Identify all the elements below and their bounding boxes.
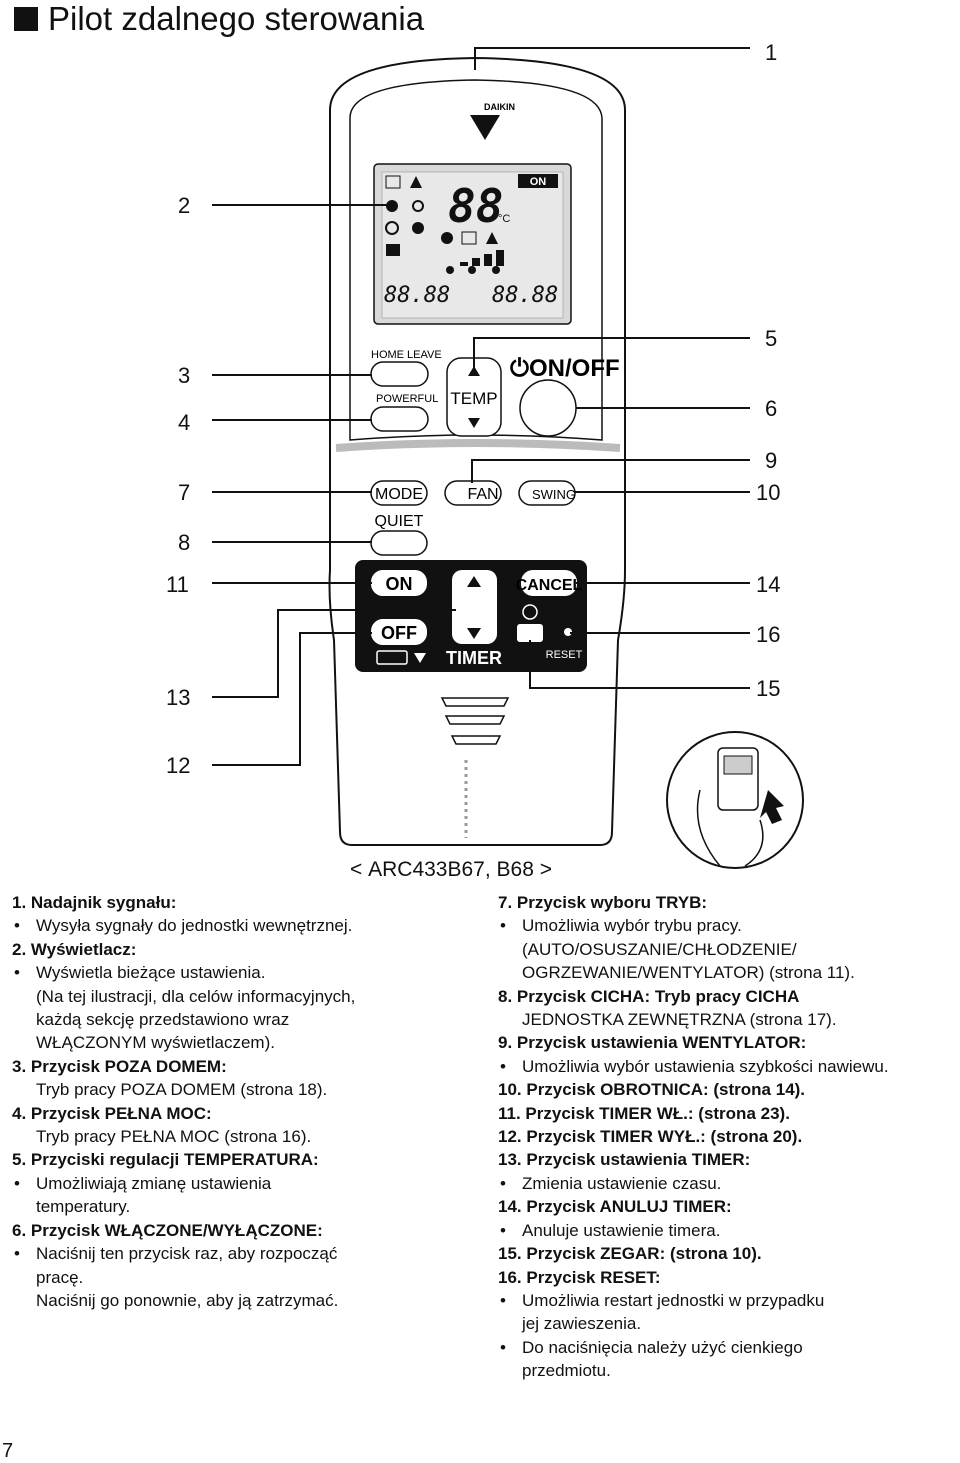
list-item-text: Anuluje ustawienie timera. xyxy=(498,1219,958,1243)
list-item-heading: 8. Przycisk CICHA: Tryb pracy CICHA xyxy=(498,986,800,1006)
list-item-heading: 12. Przycisk TIMER WYŁ.: (strona 20). xyxy=(498,1127,803,1147)
quiet-button[interactable] xyxy=(370,530,428,556)
lcd-mode-icons xyxy=(385,175,504,274)
list-item-heading: 13. Przycisk ustawienia TIMER: xyxy=(498,1150,751,1170)
svg-text:RESET: RESET xyxy=(546,649,583,661)
list-item-text: Umożliwia wybór ustawienia szybkości naw… xyxy=(498,1055,958,1079)
callout-6: 6 xyxy=(765,396,778,421)
temp-up-icon xyxy=(468,366,480,376)
list-item-heading: 16. Przycisk RESET: xyxy=(498,1267,661,1287)
clock-icon xyxy=(522,604,538,620)
callout-5: 5 xyxy=(765,326,778,351)
list-item-text: Umożliwia wybór trybu pracy. xyxy=(498,914,958,938)
lcd-clock-off: 88.88 xyxy=(492,283,558,308)
list-item-text: (Na tej ilustracji, dla celów informacyj… xyxy=(36,986,356,1006)
callout-9: 9 xyxy=(765,448,778,473)
list-item-text: temperatury. xyxy=(36,1197,131,1217)
list-item-heading: 7. Przycisk wyboru TRYB: xyxy=(498,893,708,912)
callout-7: 7 xyxy=(178,480,191,505)
list-item-heading: 6. Przycisk WŁĄCZONE/WYŁĄCZONE: xyxy=(12,1220,323,1240)
lcd-clock-on: 88.88 xyxy=(384,283,450,308)
model-label: < ARC433B67, B68 > xyxy=(350,858,552,881)
list-item-text: Wysyła sygnały do jednostki wewnętrznej. xyxy=(12,914,482,938)
list-item-text: pracę. xyxy=(36,1267,84,1287)
daikin-logo: DAIKIN xyxy=(470,102,515,140)
home-leave-button[interactable] xyxy=(370,361,429,387)
callout-10: 10 xyxy=(756,480,781,505)
list-item-heading: 1. Nadajnik sygnału: xyxy=(12,893,177,912)
callout-14: 14 xyxy=(756,572,781,597)
list-item-text: każdą sekcję przedstawiono wraz xyxy=(36,1010,290,1030)
temp-down-icon xyxy=(468,418,480,428)
page-title: Pilot zdalnego sterowania xyxy=(14,0,424,38)
list-item-text: Naciśnij ten przycisk raz, aby rozpocząć xyxy=(12,1242,482,1266)
list-item-text: Umożliwia restart jednostki w przypadku xyxy=(498,1289,958,1313)
list-item-text: Do naciśnięcia należy użyć cienkiego xyxy=(498,1336,958,1360)
powerful-label: POWERFUL xyxy=(376,393,438,405)
timer-set-button[interactable] xyxy=(452,570,497,644)
lcd-temperature: 88 xyxy=(448,179,503,233)
list-item-text: OGRZEWANIE/WENTYLATOR) (strona 11). xyxy=(522,963,855,983)
list-item-text: jej zawieszenia. xyxy=(522,1314,642,1334)
list-item-text: (AUTO/OSUSZANIE/CHŁODZENIE/ xyxy=(522,939,797,959)
list-item-text: Zmienia ustawienie czasu. xyxy=(498,1172,958,1196)
svg-text:DAIKIN: DAIKIN xyxy=(484,102,515,112)
home-leave-label: HOME LEAVE xyxy=(371,349,442,361)
svg-text:MODE: MODE xyxy=(375,486,423,503)
svg-text:°C: °C xyxy=(498,213,510,225)
list-item-text: Umożliwiają zmianę ustawienia xyxy=(12,1172,482,1196)
list-item-heading: 3. Przycisk POZA DOMEM: xyxy=(12,1056,227,1076)
powerful-button[interactable] xyxy=(370,406,429,432)
list-item-heading: 10. Przycisk OBROTNICA: (strona 14). xyxy=(498,1080,806,1100)
callout-3: 3 xyxy=(178,363,191,388)
on-off-label: ⏻ON/OFF xyxy=(510,355,620,382)
callout-2: 2 xyxy=(178,193,191,218)
timer-off-button[interactable] xyxy=(371,619,427,645)
list-item-text: Naciśnij go ponownie, aby ją zatrzymać. xyxy=(36,1290,339,1310)
callout-13: 13 xyxy=(166,685,191,710)
list-item-text: Wyświetla bieżące ustawienia. xyxy=(12,961,482,985)
list-item-text: przedmiotu. xyxy=(522,1361,611,1381)
timer-on-button[interactable] xyxy=(371,570,427,596)
list-item-text: Tryb pracy POZA DOMEM (strona 18). xyxy=(36,1080,328,1100)
callout-4: 4 xyxy=(178,410,191,435)
list-item-heading: 9. Przycisk ustawienia WENTYLATOR: xyxy=(498,1033,807,1053)
timer-label: TIMER xyxy=(446,648,502,668)
list-item-heading: 5. Przyciski regulacji TEMPERATURA: xyxy=(12,1150,319,1170)
list-item-heading: 15. Przycisk ZEGAR: (strona 10). xyxy=(498,1244,762,1264)
callout-8: 8 xyxy=(178,530,191,555)
svg-text:ON: ON xyxy=(386,574,413,594)
battery-icon xyxy=(376,650,408,665)
svg-text:TEMP: TEMP xyxy=(450,389,497,408)
list-item-text: JEDNOSTKA ZEWNĘTRZNA (strona 17). xyxy=(522,1010,837,1030)
callout-1: 1 xyxy=(765,40,778,65)
callout-16: 16 xyxy=(756,622,781,647)
hand-reset-illustration xyxy=(666,731,804,869)
cancel-button[interactable] xyxy=(521,570,577,596)
clock-button[interactable] xyxy=(517,624,543,642)
list-item-heading: 11. Przycisk TIMER WŁ.: (strona 23). xyxy=(498,1103,790,1123)
svg-text:CANCEL: CANCEL xyxy=(516,577,583,594)
quiet-label: QUIET xyxy=(375,513,424,530)
left-description-list: 1. Nadajnik sygnału: Wysyła sygnały do je… xyxy=(12,891,482,1312)
svg-text:FAN: FAN xyxy=(467,486,498,503)
list-item-text: WŁĄCZONYM wyświetlaczem). xyxy=(36,1033,275,1053)
remote-control-figure: DAIKIN ON 88 °C 88.88 88.88 HOME LEAVE P… xyxy=(212,47,804,869)
list-item-text: Tryb pracy PEŁNA MOC (strona 16). xyxy=(36,1127,312,1147)
callout-12: 12 xyxy=(166,753,191,778)
section-square-icon xyxy=(14,7,38,31)
on-off-button[interactable] xyxy=(519,379,577,437)
battery-cover-grooves xyxy=(440,697,510,745)
list-item-heading: 2. Wyświetlacz: xyxy=(12,939,137,959)
svg-text:SWING: SWING xyxy=(532,487,576,502)
list-item-heading: 14. Przycisk ANULUJ TIMER: xyxy=(498,1197,732,1217)
lcd-on-indicator: ON xyxy=(530,176,547,188)
callout-15: 15 xyxy=(756,676,781,701)
svg-text:OFF: OFF xyxy=(381,623,417,643)
callout-11: 11 xyxy=(166,572,189,597)
page-number: 7 xyxy=(2,1440,14,1462)
list-item-heading: 4. Przycisk PEŁNA MOC: xyxy=(12,1103,212,1123)
right-description-list: 7. Przycisk wyboru TRYB: Umożliwia wybór … xyxy=(498,891,958,1383)
